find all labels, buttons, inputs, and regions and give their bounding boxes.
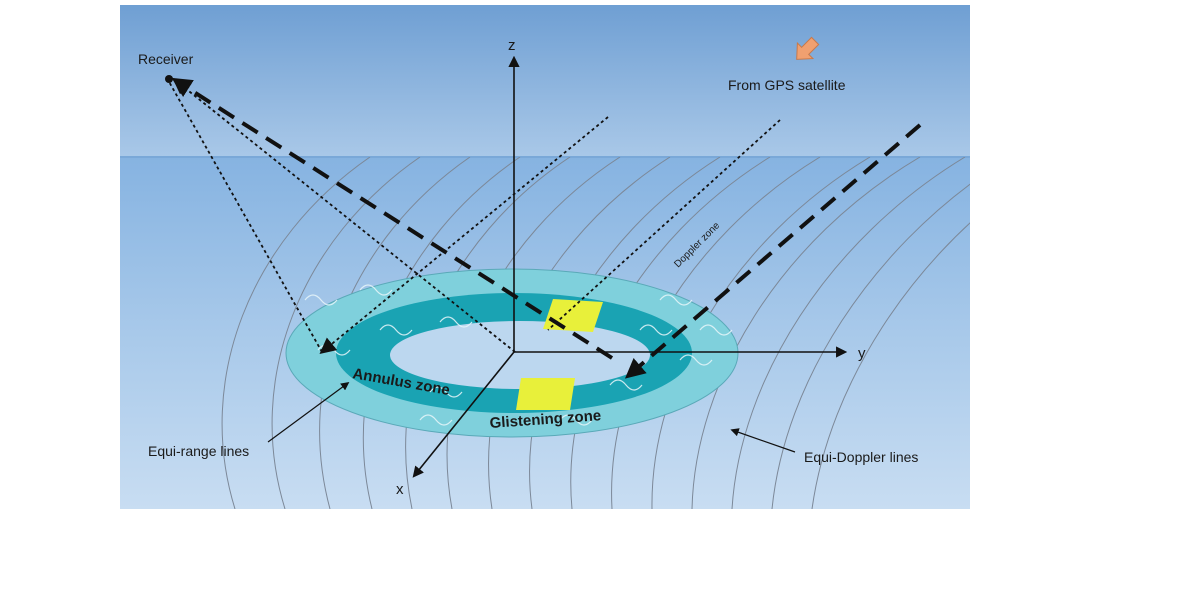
- equi-range-pointer: [267, 382, 350, 443]
- gps-satellite-label: From GPS satellite: [728, 77, 846, 93]
- gps-satellite-arrow-icon: [796, 36, 820, 60]
- receiver-dot: [165, 75, 173, 83]
- equi-range-lines-label: Equi-range lines: [148, 443, 249, 459]
- y-axis-label: y: [858, 345, 866, 362]
- center-hole: [390, 321, 650, 389]
- receiver-label: Receiver: [138, 51, 194, 67]
- specular-patch-lower: [516, 378, 575, 410]
- dotted-rays: [167, 77, 781, 355]
- coordinate-axes: [412, 55, 848, 478]
- sky-background: [120, 5, 970, 157]
- incident-signal-path: [624, 123, 922, 379]
- z-axis-label: z: [508, 37, 516, 54]
- reflected-signal-path: [171, 77, 614, 360]
- x-axis-label: x: [396, 481, 404, 498]
- x-axis-line: [412, 351, 515, 478]
- equi-doppler-lines-label: Equi-Doppler lines: [804, 449, 918, 465]
- signal-paths: [171, 77, 922, 379]
- equi-doppler-pointer: [730, 428, 796, 453]
- swirl-pattern: [304, 284, 733, 426]
